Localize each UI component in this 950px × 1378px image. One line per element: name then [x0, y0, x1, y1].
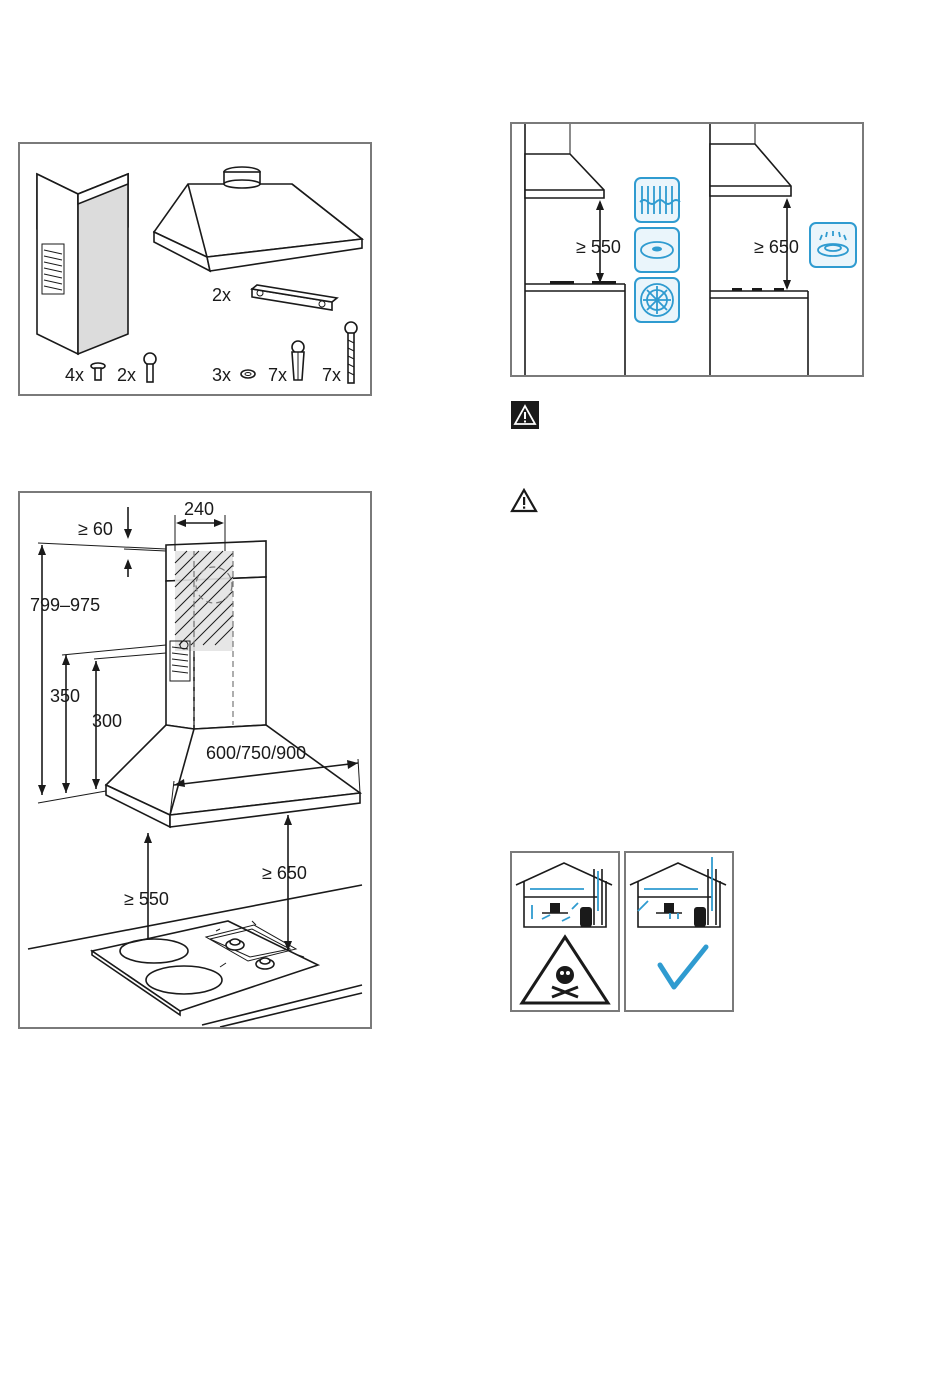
clearance-illustration: ≥ 550: [512, 124, 862, 375]
parts-panel: 2x 4x 2x 3x 7x 7x: [18, 142, 372, 396]
screw-small-qty: 4x: [65, 365, 84, 385]
house-closed-icon: [516, 863, 612, 927]
distance-electric-label: ≥ 550: [576, 237, 621, 257]
screw-medium-qty: 2x: [117, 365, 136, 385]
washer-qty: 3x: [212, 365, 231, 385]
wall-plug-icon: [292, 341, 304, 380]
hood-drawing: [106, 725, 360, 827]
ventilation-good-panel: [624, 851, 734, 1012]
screw-long-icon: [345, 322, 357, 383]
chimney-part: [37, 174, 128, 354]
radiant-hob-icon: [635, 178, 680, 222]
gas-burner-icon: [810, 223, 856, 267]
screw-long-qty: 7x: [322, 365, 341, 385]
washer-icon: [241, 370, 255, 378]
warning-filled-icon: [511, 401, 539, 429]
ventilation-good-illustration: [626, 853, 732, 1010]
screw-small-icon: [91, 363, 105, 380]
height-range-label: 799–975: [30, 595, 100, 615]
wall-plug-qty: 7x: [268, 365, 287, 385]
clearance-panel: ≥ 550: [510, 122, 864, 377]
parts-illustration: 2x 4x 2x 3x 7x 7x: [20, 144, 370, 394]
bracket-part: [252, 285, 337, 310]
height-300-label: 300: [92, 711, 122, 731]
dimensions-illustration: ≥ 60 240 799–975 350 300 600/750/900 ≥ 5…: [20, 493, 370, 1027]
distance-electric-dim: ≥ 550: [124, 889, 169, 909]
dimensions-panel: ≥ 60 240 799–975 350 300 600/750/900 ≥ 5…: [18, 491, 372, 1029]
electric-hob-scene: ≥ 550: [525, 124, 625, 375]
chimney-drawing: [166, 541, 266, 729]
house-open-icon: [630, 857, 726, 927]
hood-part: [154, 167, 362, 271]
hotplate-icon: [635, 228, 679, 272]
induction-hob-icon: [635, 278, 679, 322]
ventilation-bad-panel: [510, 851, 620, 1012]
skull-warning-icon: [522, 937, 608, 1003]
hood-width-label: 600/750/900: [206, 743, 306, 763]
warning-outline-icon: [510, 488, 538, 514]
top-gap-label: ≥ 60: [78, 519, 113, 539]
distance-gas-dim: ≥ 650: [262, 863, 307, 883]
chimney-width-label: 240: [184, 499, 214, 519]
bracket-qty: 2x: [212, 285, 231, 305]
screw-medium-icon: [144, 353, 156, 382]
height-350-label: 350: [50, 686, 80, 706]
ventilation-bad-illustration: [512, 853, 618, 1010]
gas-hob-scene: ≥ 650: [710, 124, 808, 375]
checkmark-icon: [660, 947, 706, 987]
distance-gas-label: ≥ 650: [754, 237, 799, 257]
hob-drawing: [28, 885, 362, 1027]
